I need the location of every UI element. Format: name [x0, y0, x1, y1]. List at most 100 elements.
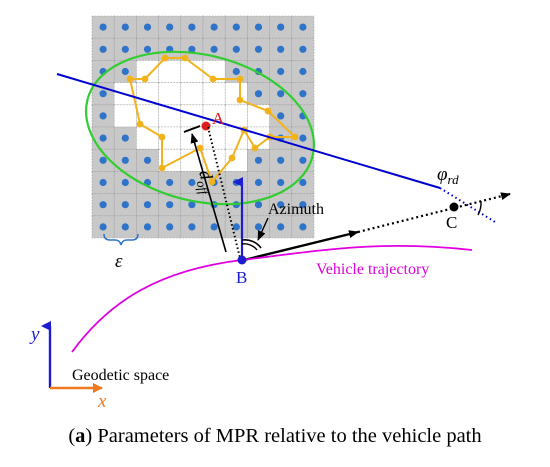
grid-dot [299, 156, 307, 164]
grid-dot [188, 45, 196, 53]
grid-dot [121, 45, 129, 53]
point-a-label: A [212, 109, 225, 128]
point-b [237, 255, 247, 265]
grid-dot [188, 223, 196, 231]
grid-dot [121, 67, 129, 76]
grid-dot [254, 90, 263, 98]
grid-dot [254, 45, 263, 53]
mpr-polygon [126, 54, 299, 186]
polygon-vertex [136, 120, 144, 128]
grid-dot [99, 134, 107, 142]
polygon-vertex [158, 133, 166, 141]
figure-caption: (a) Parameters of MPR relative to the ve… [0, 425, 550, 448]
grid-dot [99, 201, 107, 209]
grid-dot [188, 23, 196, 31]
grid-cell [180, 82, 204, 106]
d-off-bracket-top [183, 125, 201, 133]
axis-y-label: y [29, 324, 40, 345]
polygon-vertex [236, 96, 244, 104]
trajectory-label: Vehicle trajectory [316, 261, 429, 278]
grid-dot [143, 23, 152, 31]
grid-dot [299, 178, 307, 187]
caption-close: ) [85, 425, 93, 447]
grid-dot [99, 156, 107, 164]
grid-dot [210, 23, 218, 31]
polygon-vertex [264, 107, 272, 115]
grid-dot [166, 201, 174, 209]
grid-dot [232, 45, 240, 53]
point-b-label: B [236, 268, 247, 287]
grid-dot [143, 156, 152, 164]
reference-line [56, 73, 441, 189]
grid-dot [254, 23, 263, 31]
grid-dot [299, 90, 307, 98]
grid-dot [99, 112, 107, 120]
grid-dot [277, 23, 285, 31]
grid-cell [202, 82, 226, 106]
grid-dot [99, 45, 107, 53]
reference-line-dotted [439, 187, 496, 223]
grid-dot [277, 156, 285, 164]
grid-dot [99, 178, 107, 187]
grid-dot [277, 45, 285, 53]
grid-dot [121, 23, 129, 31]
polygon-vertex [181, 54, 189, 62]
grid-dot [99, 23, 107, 31]
grid-dot [299, 23, 307, 31]
point-c-label: C [446, 213, 457, 232]
axis-x-label: x [97, 391, 107, 412]
epsilon-brace [103, 233, 139, 246]
grid-dot [232, 223, 240, 231]
grid-dot [277, 112, 285, 120]
grid-dot [299, 67, 307, 76]
grid-dot [188, 178, 196, 187]
grid-dot [166, 178, 174, 187]
grid-dot [254, 201, 263, 209]
grid-dot [277, 67, 285, 76]
azimuth-label: Azimuth [268, 201, 324, 218]
polygon-vertex [236, 75, 244, 83]
grid-dot [254, 156, 263, 164]
grid-dot [277, 178, 285, 187]
grid-dot [232, 23, 240, 31]
polygon-vertex [126, 75, 134, 83]
polygon-vertex [161, 54, 169, 62]
grid-dot [299, 134, 307, 142]
azimuth-pointer [257, 217, 269, 241]
caption-open: ( [68, 425, 76, 447]
phi-label: φrd [437, 164, 459, 187]
grid-dot [143, 178, 152, 187]
azimuth-arc [241, 239, 262, 249]
polygon-vertex [291, 133, 299, 141]
grid-dot [121, 201, 129, 209]
heading-vector [243, 230, 359, 262]
grid-dot [277, 223, 285, 231]
grid-dot [166, 23, 174, 31]
point-c [449, 202, 459, 212]
grid-cell [158, 60, 182, 83]
d-off-arrow [190, 133, 227, 253]
polygon-vertex [158, 164, 166, 172]
grid-dot [143, 223, 152, 231]
grid-dot [143, 201, 152, 209]
grid-dot [121, 134, 129, 142]
heading-extension [357, 192, 511, 234]
epsilon-label: ε [115, 251, 123, 272]
caption-text: Parameters of MPR relative to the vehicl… [92, 425, 482, 447]
azimuth-arc-inner [241, 243, 258, 251]
grid-dot [210, 45, 218, 53]
point-a [201, 121, 211, 131]
grid-dot [299, 201, 307, 209]
grid-cell [113, 104, 137, 128]
grid-cell [224, 148, 248, 172]
grid-dot [277, 90, 285, 98]
grid-dot [277, 201, 285, 209]
grid-dot [254, 178, 263, 187]
mpr-parameters-diagram: A doff Azimuth C φrd Vehicle trajectory … [29, 15, 511, 412]
grid-cell [158, 82, 182, 106]
grid-dot [299, 223, 307, 231]
polygon-vertex [208, 178, 216, 186]
grid-dot [143, 45, 152, 53]
grid-cell [224, 104, 248, 128]
polygon-vertex [209, 75, 217, 83]
